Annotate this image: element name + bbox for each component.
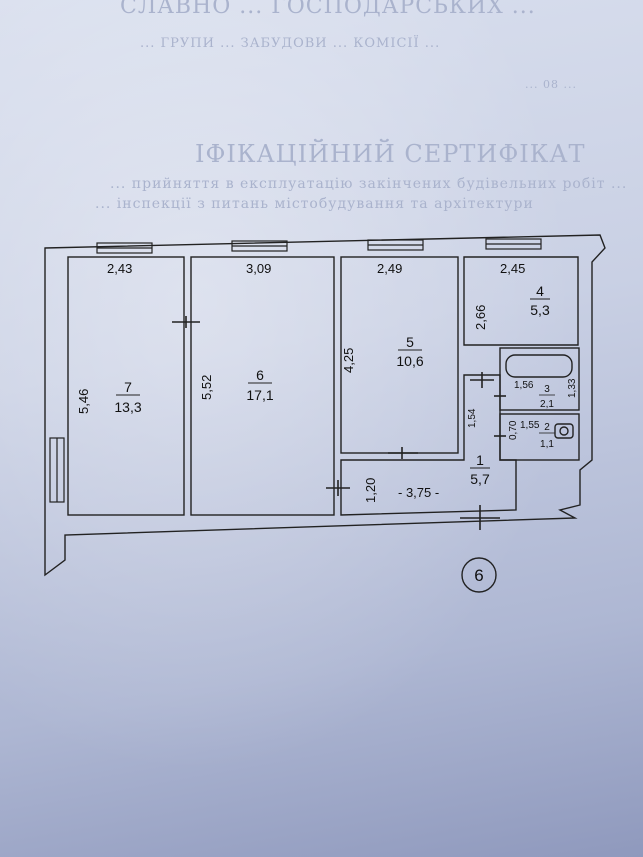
room-7-area: 13,3 [114,399,141,415]
room-3-number: 3 [544,384,550,395]
room-1-area: 5,7 [470,471,490,487]
room-3-length: 1,33 [567,378,578,398]
faded-header-line-3: ... 08 ... [525,78,577,91]
faded-certificate-line-1: ... прийняття в експлуатацію закінчених … [110,176,628,192]
room-5-number: 5 [406,334,414,350]
bathtub-icon [505,354,573,378]
room-1-length: 1,20 [363,478,378,503]
room-4-length: 2,66 [473,305,488,330]
room-2-area: 1,1 [540,439,554,450]
room-7-width: 2,43 [107,261,132,276]
room-3-area: 2,1 [540,399,554,410]
outer-wall [44,234,606,577]
room-2-length: 0,70 [508,420,519,440]
faded-certificate-line-2: ... інспекції з питань містобудування та… [95,196,534,212]
room-2-number: 2 [544,422,550,433]
room-3-width: 1,56 [514,380,534,391]
room-1-number: 1 [476,452,484,468]
apartment-number: 6 [474,566,483,585]
toilet-bowl-icon [559,426,569,436]
room-6-width: 3,09 [246,261,271,276]
room-7-number: 7 [124,379,132,395]
room-5-width: 2,49 [377,261,402,276]
room-6-length: 5,52 [199,375,214,400]
room-2-width: 1,55 [520,420,540,431]
faded-certificate-title: ІФІКАЦІЙНИЙ СЕРТИФІКАТ [195,140,586,168]
faded-header-line-1: СЛАВНО ... ГОСПОДАРСЬКИХ ... [120,0,536,19]
room-4-width: 2,45 [500,261,525,276]
room-4-outline [463,256,579,346]
room-4-area: 5,3 [530,302,550,318]
room-6-outline [190,256,335,516]
apartment-number-circle [461,557,497,593]
room-1-width: - 3,75 - [398,485,439,500]
room-7-outline [67,256,185,516]
room-5-area: 10,6 [396,353,423,369]
room-2-outline [499,413,580,461]
room-6-area: 17,1 [246,387,273,403]
faded-header-line-2: ... ГРУПИ ... ЗАБУДОВИ ... КОМІСІЇ ... [140,36,441,51]
room-7-length: 5,46 [76,389,91,414]
room-6-number: 6 [256,367,264,383]
room-4-number: 4 [536,283,544,299]
room-3-outline [499,347,580,411]
corridor-gap-dim: 1,54 [467,408,478,428]
room-5-length: 4,25 [341,348,356,373]
toilet-icon [554,423,574,439]
